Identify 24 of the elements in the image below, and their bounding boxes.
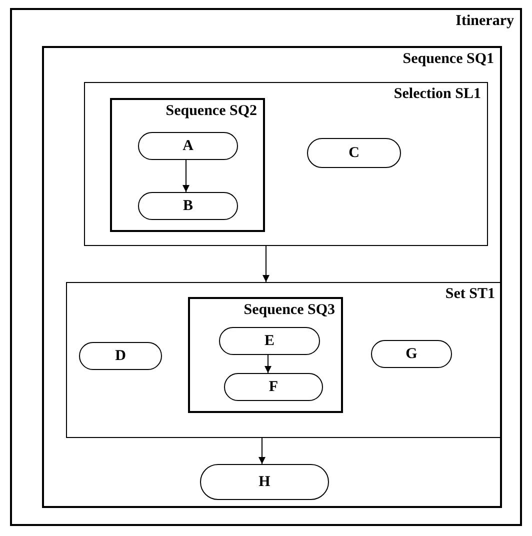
step-pill: G bbox=[371, 340, 452, 368]
group-frame bbox=[42, 46, 502, 508]
group-heading: Itinerary bbox=[456, 14, 514, 29]
group-frame bbox=[66, 282, 502, 438]
step-pill: A bbox=[138, 132, 238, 160]
arrow bbox=[182, 160, 190, 192]
group-heading: Set ST1 bbox=[445, 287, 495, 302]
group-frame bbox=[188, 297, 343, 413]
group-heading: Sequence SQ3 bbox=[244, 303, 335, 318]
step-pill: B bbox=[138, 192, 238, 220]
step-pill: D bbox=[79, 342, 162, 370]
group-frame bbox=[84, 82, 488, 246]
arrow bbox=[258, 438, 266, 464]
arrow bbox=[262, 246, 270, 282]
group-heading: Sequence SQ2 bbox=[166, 104, 257, 119]
group-frame bbox=[10, 8, 522, 526]
group-frame bbox=[110, 98, 265, 232]
arrow bbox=[264, 354, 272, 374]
step-pill: H bbox=[200, 464, 329, 500]
group-heading: Selection SL1 bbox=[394, 87, 481, 102]
group-heading: Sequence SQ1 bbox=[402, 52, 494, 67]
step-pill: C bbox=[307, 138, 401, 168]
step-pill: F bbox=[224, 373, 323, 401]
step-pill: E bbox=[219, 327, 320, 355]
